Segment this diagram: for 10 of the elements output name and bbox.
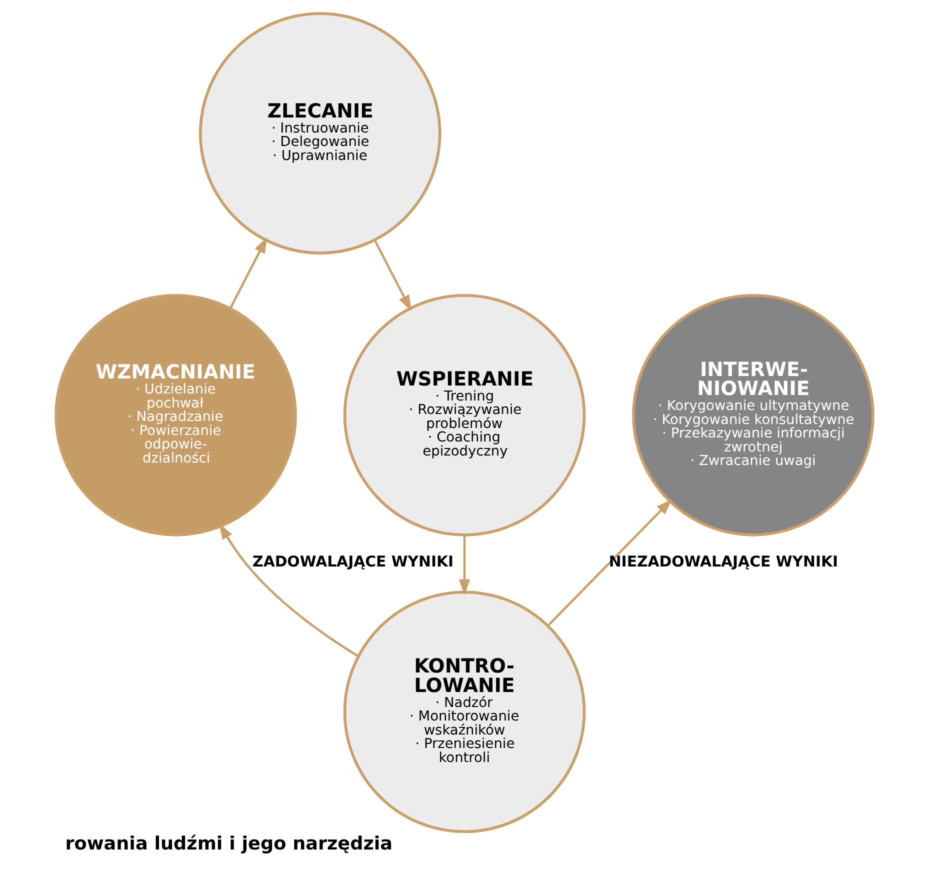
edge-label: NIEZADOWALAJĄCE WYNIKI bbox=[608, 552, 838, 570]
caption: rowania ludźmi i jego narzędzia bbox=[65, 833, 393, 854]
edge-label: ZADOWALAJĄCE WYNIKI bbox=[252, 552, 454, 570]
node-circle: WZMACNIANIE · Udzielanie pochwał · Nagradzanie · Powierzanie odpowie- dzialności bbox=[54, 294, 297, 536]
arrow bbox=[374, 239, 412, 311]
arrow bbox=[547, 498, 672, 626]
arrow bbox=[229, 236, 268, 308]
node-circle: KONTRO- LOWANIE · Nadzór · Monitorowanie wskaźników · Przeniesienie kontroli bbox=[343, 590, 586, 833]
arrow bbox=[458, 534, 470, 595]
node-circle: INTERWE- NIOWANIE · Korygowanie ultymatywne · Korygowanie konsultatywne · Przekazywanie informacji zwrotnej · Zwracanie uwagi bbox=[632, 294, 874, 536]
